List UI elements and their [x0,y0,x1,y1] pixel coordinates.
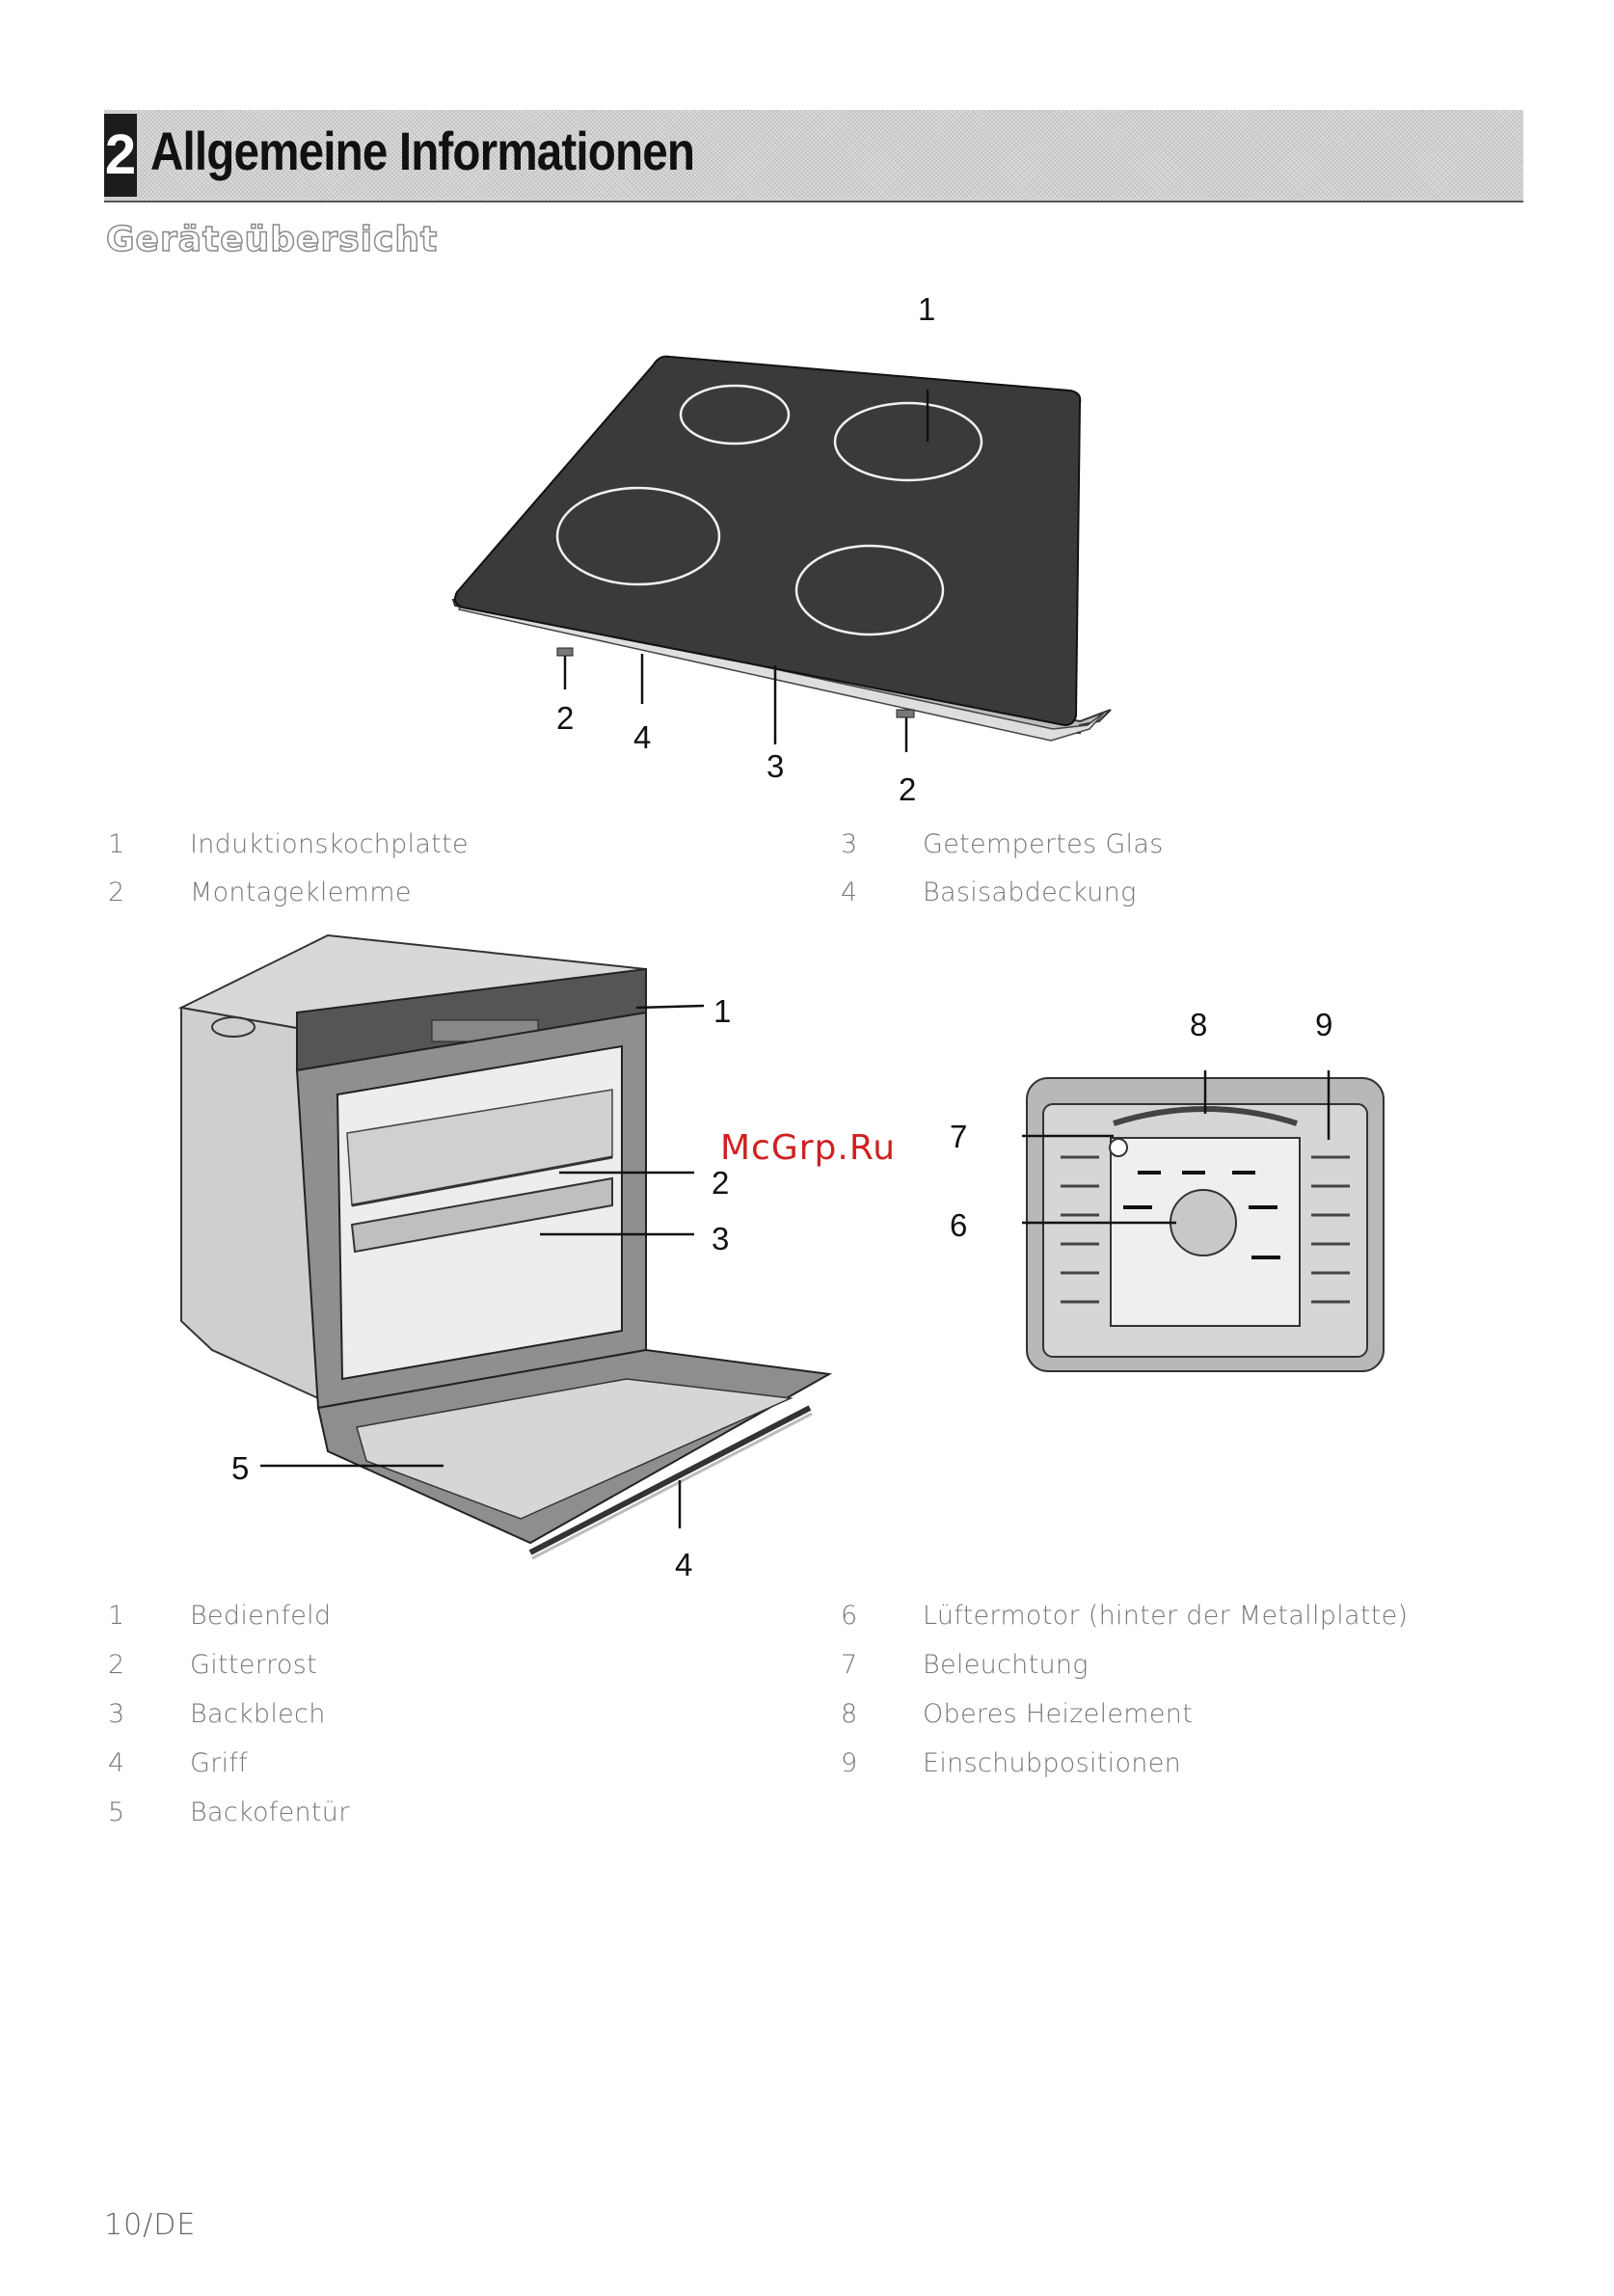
chapter-header: 2 Allgemeine Informationen [104,110,1523,203]
hob-callout-1: 1 [918,291,936,327]
legend-label: Griff [190,1748,249,1778]
interior-callout-6: 6 [950,1207,968,1243]
legend-number: 2 [108,878,125,907]
legend-label: Montageklemme [190,878,412,907]
legend-number: 9 [841,1748,858,1778]
legend-number: 7 [841,1650,858,1680]
legend-label: Lüftermotor (hinter der Metallplatte) [923,1601,1409,1631]
legend-label: Beleuchtung [923,1650,1089,1680]
hob-callout-2-right: 2 [899,771,917,807]
hob-callout-3: 3 [767,748,785,784]
section-title: Geräteübersicht [105,219,439,260]
oven-callout-3: 3 [712,1221,730,1256]
watermark: McGrp.Ru [720,1128,897,1168]
page-number: 10/DE [104,2208,197,2242]
chapter-number: 2 [104,114,137,197]
legend-label: Oberes Heizelement [923,1699,1194,1729]
legend-number: 4 [841,878,858,907]
legend-label: Gitterrost [190,1650,317,1680]
hob-callout-4: 4 [633,719,652,755]
legend-label: Backblech [190,1699,326,1729]
legend-label: Backofentür [190,1797,350,1827]
legend-number: 3 [108,1699,125,1729]
legend-number: 4 [108,1748,125,1778]
legend-number: 8 [841,1699,858,1729]
oven-illustration [177,933,833,1560]
interior-callout-9: 9 [1315,1007,1333,1042]
oven-callout-2: 2 [712,1165,730,1201]
oven-callout-4: 4 [675,1547,693,1582]
legend-number: 5 [108,1797,125,1827]
legend-label: Bedienfeld [190,1601,332,1631]
legend-label: Einschubpositionen [923,1748,1182,1778]
chapter-title: Allgemeine Informationen [150,121,695,181]
legend-number: 2 [108,1650,125,1680]
interior-callout-8: 8 [1190,1007,1208,1042]
legend-number: 1 [108,1601,125,1631]
legend-number: 1 [108,829,125,859]
interior-callout-7: 7 [950,1119,968,1154]
oven-callout-5: 5 [231,1450,250,1486]
legend-label: Basisabdeckung [923,878,1137,907]
oven-callout-1: 1 [713,993,732,1029]
legend-number: 6 [841,1601,858,1631]
legend-label: Induktionskochplatte [190,829,469,859]
oven-interior-illustration [1022,1070,1385,1372]
legend-label: Getempertes Glas [923,829,1164,859]
hob-callout-2-left: 2 [556,700,575,736]
legend-number: 3 [841,829,858,859]
induction-hob-illustration [451,355,1112,752]
